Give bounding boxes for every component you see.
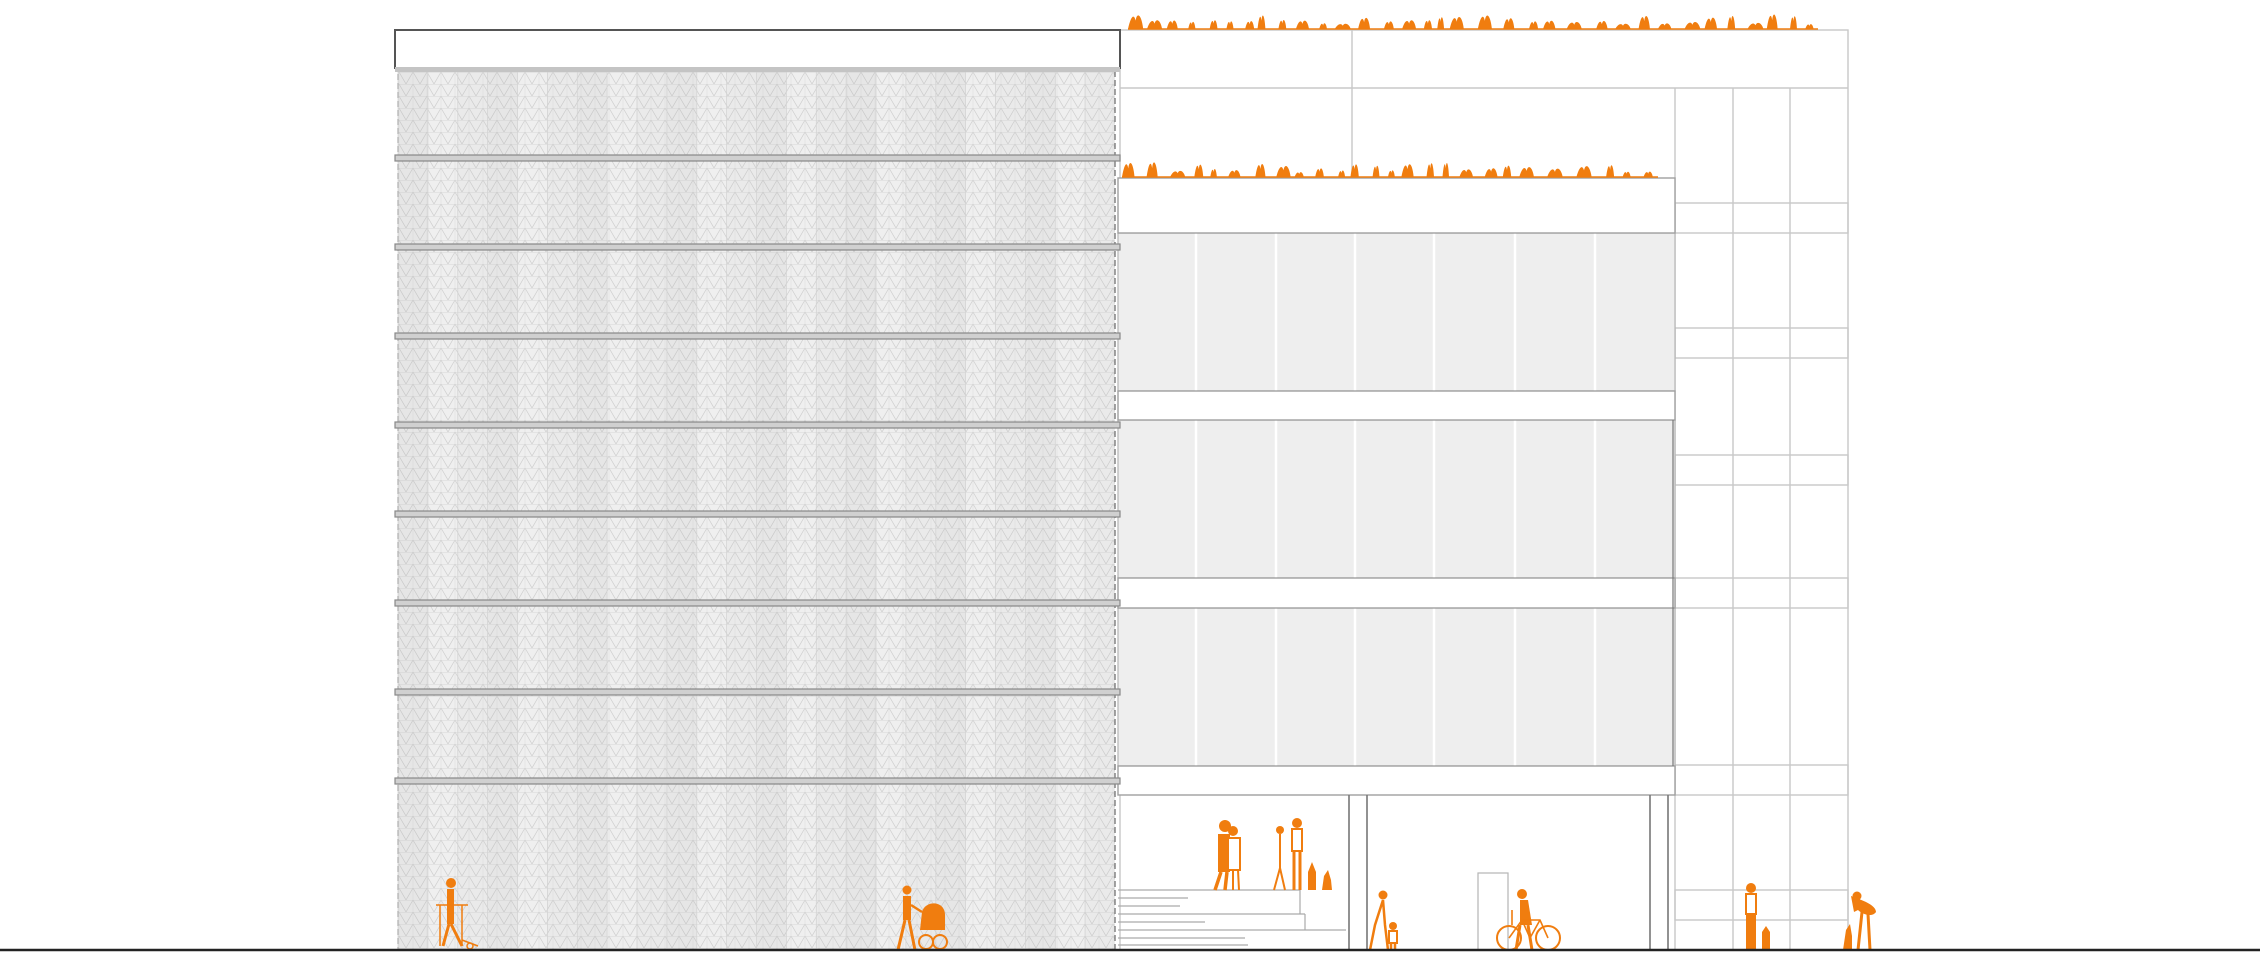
annex-glazing-floor-1 [1117, 607, 1676, 767]
tower-slab [394, 243, 1121, 251]
tower-slab [394, 154, 1121, 162]
dog-walker-icon [1273, 818, 1332, 891]
plant [1387, 170, 1395, 177]
plant [1449, 17, 1464, 29]
plant [1383, 21, 1394, 29]
stroller-icon [896, 885, 948, 951]
plant [1442, 162, 1450, 177]
plant [1615, 23, 1631, 29]
plant [1503, 18, 1515, 29]
plant [1228, 170, 1241, 177]
plant [1226, 21, 1234, 29]
plant [1146, 162, 1158, 177]
plant [1338, 170, 1346, 177]
roof-garden-lower [1122, 162, 1658, 178]
plant [1122, 163, 1135, 177]
plant [1566, 21, 1582, 29]
plant [1547, 168, 1563, 177]
plant [1766, 14, 1778, 29]
plant [1334, 23, 1351, 29]
plant [1519, 167, 1534, 177]
plant [1401, 164, 1414, 177]
annex-glazing-floor-2 [1117, 419, 1676, 579]
plant [1477, 15, 1492, 29]
plant [1278, 19, 1287, 29]
annex [1117, 177, 1676, 951]
tower-slab [394, 510, 1121, 518]
dog-icon [1843, 891, 1876, 951]
plant [1704, 17, 1718, 29]
tower-slab [394, 421, 1121, 429]
plant [1657, 23, 1672, 29]
tower-slab [394, 332, 1121, 340]
tower-slab [394, 777, 1121, 785]
plant [1166, 20, 1178, 29]
couple-icon [1213, 820, 1241, 891]
plant [1437, 17, 1445, 29]
plant [1402, 20, 1417, 29]
annex-glazing-floor-3 [1117, 232, 1676, 392]
plant [1257, 15, 1266, 29]
plant [1502, 165, 1512, 177]
tower-slab [394, 688, 1121, 696]
plant [1606, 165, 1615, 177]
plant [1423, 20, 1433, 29]
tower-floor-slabs [394, 154, 1121, 785]
plant [1255, 163, 1266, 177]
plant [1426, 163, 1435, 177]
cat-icon [1745, 883, 1770, 950]
annex-columns [1348, 795, 1669, 950]
plant [1484, 168, 1498, 177]
tower-slab [394, 599, 1121, 607]
plant [1372, 165, 1380, 177]
walker-person-icon [436, 878, 479, 950]
plant [1245, 21, 1255, 29]
plant [1790, 16, 1797, 29]
plant [1358, 17, 1371, 29]
plant [1210, 169, 1217, 177]
entrance-stairs [1118, 889, 1346, 946]
plant [1128, 15, 1144, 29]
plant [1294, 172, 1304, 177]
plant [1805, 24, 1814, 29]
tower-roof-cap [394, 29, 1121, 69]
plant [1576, 166, 1592, 177]
plant [1543, 20, 1556, 29]
plant [1622, 171, 1631, 177]
annex-mullions [1194, 233, 1597, 766]
plant [1529, 21, 1539, 29]
plant [1194, 164, 1204, 177]
plant [1684, 21, 1701, 29]
bicycle-icon [1496, 889, 1561, 951]
plant [1319, 23, 1327, 29]
plant [1315, 168, 1324, 177]
tower [394, 29, 1121, 951]
plant [1170, 170, 1186, 177]
plant [1350, 164, 1359, 177]
roof-garden-upper [1128, 14, 1818, 30]
plant [1643, 171, 1653, 177]
annex-slabs [1117, 177, 1676, 796]
plant [1596, 21, 1608, 29]
plant [1638, 16, 1650, 29]
entrance-door [1477, 872, 1509, 951]
plant [1727, 16, 1736, 29]
plant [1459, 169, 1474, 177]
plant [1188, 21, 1196, 29]
child-icon [1368, 890, 1398, 951]
plant [1209, 20, 1218, 29]
plant [1147, 20, 1163, 29]
plant [1276, 165, 1291, 177]
plant [1295, 20, 1310, 29]
plant [1747, 22, 1764, 29]
